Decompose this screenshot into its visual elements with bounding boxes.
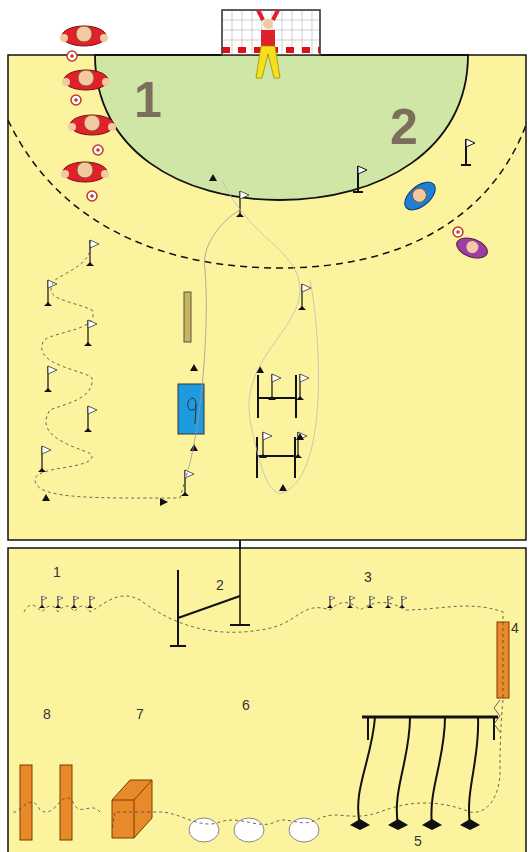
station-number: 1 (53, 565, 61, 579)
zone-number: 1 (134, 75, 162, 125)
station-number: 6 (242, 698, 250, 712)
zone-number: 2 (390, 102, 418, 152)
station-number: 4 (511, 621, 519, 635)
station-number: 7 (136, 707, 144, 721)
station-number: 8 (43, 707, 51, 721)
station-number: 2 (216, 578, 224, 592)
station-number: 3 (364, 570, 372, 584)
station-number: 5 (414, 834, 422, 848)
